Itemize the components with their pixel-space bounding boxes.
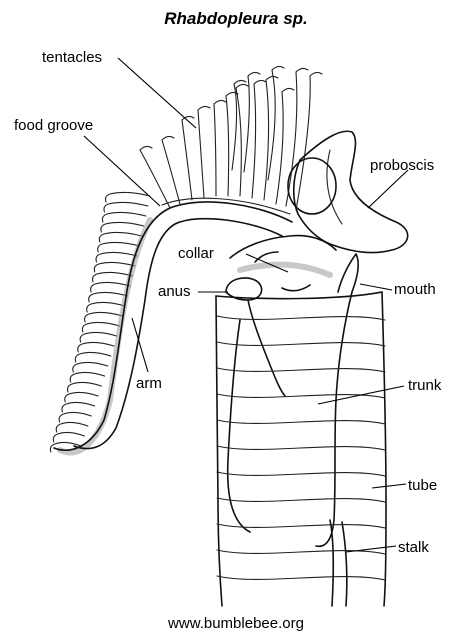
tentacle-tip	[140, 146, 152, 150]
arm-tentacle	[53, 432, 84, 442]
tentacle	[226, 96, 229, 196]
tube-ring	[217, 576, 385, 580]
label-stalk: stalk	[398, 539, 429, 556]
tentacle	[198, 110, 204, 198]
tube-ring	[217, 316, 385, 320]
label-mouth: mouth	[394, 281, 436, 298]
tentacle	[162, 140, 180, 204]
label-collar: collar	[178, 245, 214, 262]
arm-tentacle	[98, 242, 140, 252]
arm-tentacle	[102, 212, 145, 222]
label-food-groove: food groove	[14, 117, 93, 134]
tentacle	[244, 76, 249, 172]
tube-growth-rings	[217, 316, 385, 580]
arm-drawing	[54, 198, 292, 452]
tentacle	[252, 84, 256, 198]
tube-ring	[217, 498, 385, 502]
tube-ring	[217, 342, 385, 346]
tube-ring	[217, 420, 385, 424]
arm-tentacle	[62, 402, 95, 412]
tentacle-tip	[310, 72, 322, 76]
stalk-drawing	[330, 520, 347, 606]
tentacle	[182, 120, 192, 200]
arm-tentacle	[101, 222, 144, 232]
tentacle-tip	[234, 80, 246, 84]
tentacle	[276, 92, 283, 204]
tentacle	[140, 150, 170, 208]
arm-tentacle	[67, 382, 101, 392]
arm-tentacle	[96, 252, 137, 262]
tentacle-tip	[198, 106, 210, 110]
tube-ring	[217, 368, 385, 372]
stalk-leader	[346, 546, 396, 552]
arm-tentacle	[75, 352, 111, 362]
site-credit: www.bumblebee.org	[167, 615, 304, 632]
label-tube: tube	[408, 477, 437, 494]
label-tentacles: tentacles	[42, 49, 102, 66]
diagram-title: Rhabdopleura sp.	[164, 9, 308, 28]
arm-tentacle	[89, 292, 128, 302]
label-trunk: trunk	[408, 377, 442, 394]
tentacle	[264, 80, 269, 200]
arm-tentacle	[78, 342, 114, 352]
tentacle-tip	[248, 72, 260, 76]
tentacle	[214, 104, 216, 196]
tentacle-tip	[162, 136, 174, 140]
tube-drawing	[216, 292, 386, 606]
arm-tentacle	[65, 392, 98, 402]
arm-tentacle	[87, 302, 125, 312]
leader-lines	[84, 58, 408, 552]
arm-tentacle	[59, 412, 91, 422]
arm-tentacle	[99, 232, 141, 242]
collar-drawing	[230, 236, 336, 291]
arm-tentacle	[104, 202, 148, 212]
tentacle	[296, 76, 310, 210]
tentacle-tip	[254, 80, 266, 84]
arm-tentacle	[73, 362, 108, 372]
label-proboscis: proboscis	[370, 157, 434, 174]
label-arm: arm	[136, 375, 162, 392]
arm-tentacle	[56, 422, 88, 432]
arm-tentacle	[82, 322, 119, 332]
tentacle	[232, 84, 237, 170]
tentacle-tip	[296, 68, 308, 72]
tentacle-tip	[272, 66, 284, 70]
tube-ring	[217, 394, 385, 398]
proboscis-leader	[368, 170, 408, 208]
arm-tentacle	[85, 312, 123, 322]
mouth-leader	[360, 284, 392, 290]
tentacle-tip	[214, 100, 226, 104]
arm-tentacle	[94, 262, 135, 272]
label-anus: anus	[158, 283, 191, 300]
tentacle-tip	[236, 84, 248, 88]
tube-leader	[372, 484, 406, 488]
tube-ring	[217, 472, 385, 476]
tentacle-tip	[266, 76, 278, 80]
arm-tentacle	[106, 192, 151, 202]
tentacles-leader	[118, 58, 196, 128]
arm-tentacle	[70, 372, 104, 382]
tentacle-tip	[282, 88, 294, 92]
tube-ring	[217, 446, 385, 450]
arm-tentacle	[80, 332, 117, 342]
